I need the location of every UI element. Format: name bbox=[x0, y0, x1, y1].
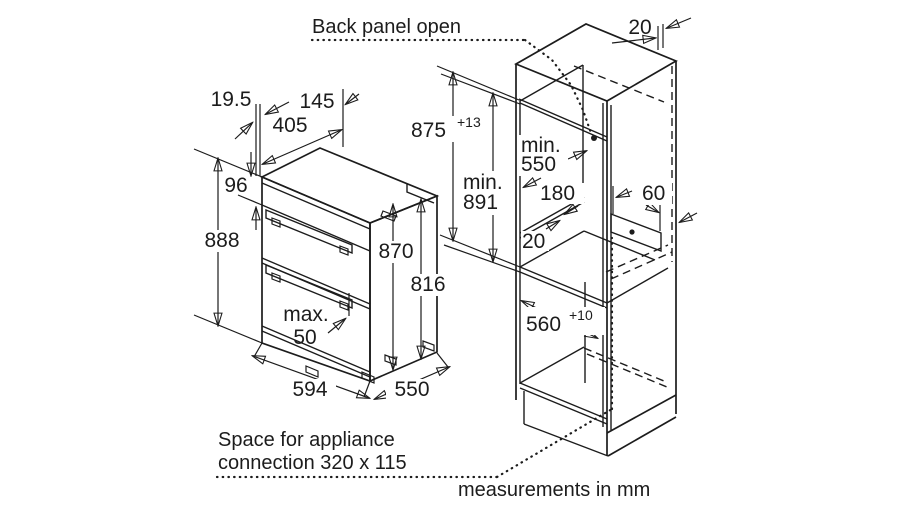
back-panel-note: Back panel open bbox=[312, 16, 461, 38]
dim-min-total-height: 891 bbox=[463, 191, 498, 214]
oven-upper-handle bbox=[265, 208, 353, 256]
connection-leader-dot bbox=[629, 229, 635, 235]
units-note: measurements in mm bbox=[458, 479, 650, 501]
leader-lines bbox=[215, 38, 614, 479]
oven-control-panel-line bbox=[261, 204, 371, 252]
dim-handle-depth: 50 bbox=[293, 326, 316, 349]
dim-min-label: min. bbox=[463, 171, 503, 194]
dim-min-niche-depth: 550 bbox=[521, 153, 556, 176]
dim-handle-prefix: max. bbox=[283, 303, 329, 326]
dim-niche-height: 875 bbox=[411, 119, 446, 142]
dim-oven-depth: 550 bbox=[394, 378, 429, 401]
dimension-lines bbox=[193, 17, 698, 399]
dim-side-width: 60 bbox=[642, 182, 665, 205]
oven-lower-handle bbox=[265, 263, 353, 311]
hidden-edges bbox=[573, 65, 673, 388]
connection-note-line2: connection 320 x 115 bbox=[218, 452, 407, 474]
dim-oven-height: 888 bbox=[204, 229, 239, 252]
cabinet-plinth bbox=[523, 391, 609, 457]
back-panel-edge-arrow bbox=[680, 213, 698, 222]
label-backgrounds bbox=[198, 116, 672, 400]
dim-niche-height-tol: +13 bbox=[457, 114, 481, 130]
dim-carcass-height: 870 bbox=[378, 240, 413, 263]
cabinet-drawing bbox=[514, 23, 678, 457]
dimension-labels: Back panel open 20 19.5 145 405 96 888 8… bbox=[204, 16, 665, 501]
dim-lower-depth-tol: +10 bbox=[569, 307, 593, 323]
dim-lower-carcass-height: 816 bbox=[410, 273, 445, 296]
dim-frame-overhang: 19.5 bbox=[211, 88, 252, 111]
dim-lower-depth: 560 bbox=[526, 313, 561, 336]
dim-rear-distance: 180 bbox=[540, 182, 575, 205]
dim-min-depth-label: min. bbox=[521, 134, 561, 157]
dim-shelf-rear-gap: 20 bbox=[522, 230, 545, 253]
connection-note-line1: Space for appliance bbox=[218, 429, 395, 451]
dim-control-height: 96 bbox=[224, 174, 247, 197]
oven-drawing bbox=[259, 147, 440, 384]
appliance-connection-area bbox=[610, 212, 662, 253]
niche-ceiling-edge bbox=[519, 64, 584, 102]
back-panel-leader-dot bbox=[591, 135, 597, 141]
dim-back-gap: 20 bbox=[628, 16, 651, 39]
dim-oven-width: 594 bbox=[292, 378, 327, 401]
dim-top-depth-front: 145 bbox=[299, 90, 334, 113]
dim-top-depth-rear: 405 bbox=[272, 114, 307, 137]
